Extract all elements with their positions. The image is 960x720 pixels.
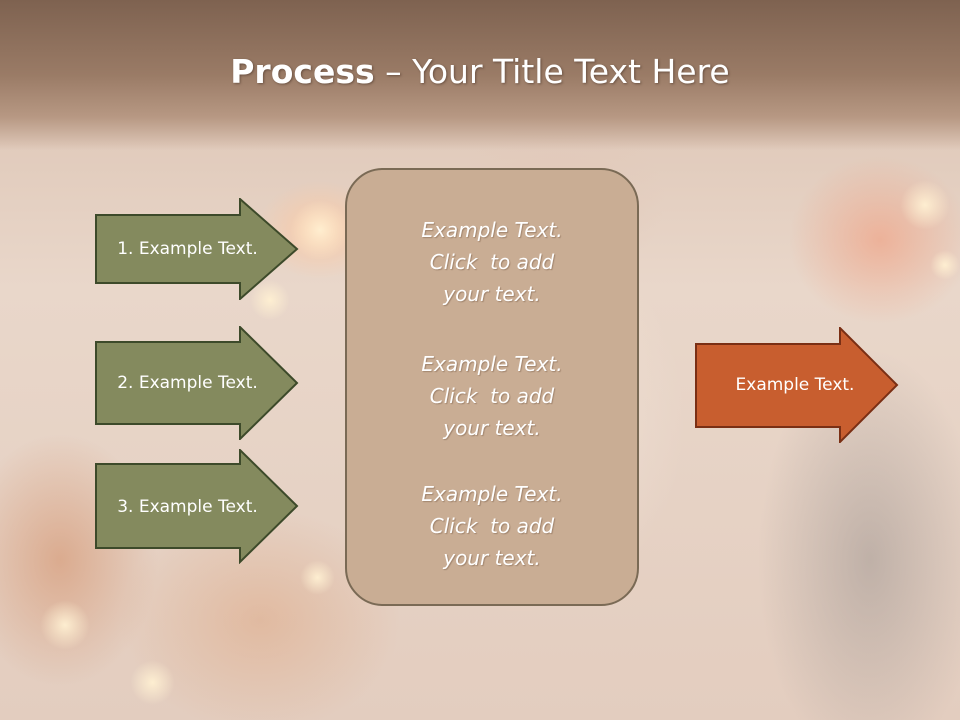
step-arrow-1[interactable]: 1. Example Text. xyxy=(95,198,300,300)
output-arrow[interactable]: Example Text. xyxy=(695,327,900,443)
title-rest: – Your Title Text Here xyxy=(374,52,730,91)
title-band xyxy=(0,0,960,150)
panel-text-block[interactable]: Example Text. Click to add your text. xyxy=(347,478,637,574)
panel-line: Example Text. xyxy=(421,352,563,376)
panel-text-block[interactable]: Example Text. Click to add your text. xyxy=(347,348,637,444)
panel-line: Click to add xyxy=(429,514,555,538)
panel-line: Click to add xyxy=(429,250,555,274)
bokeh-light xyxy=(930,250,960,280)
arrow-shape xyxy=(695,327,899,443)
step-arrow-2[interactable]: 2. Example Text. xyxy=(95,326,300,440)
step-label: 1. Example Text. xyxy=(117,239,258,259)
panel-line: Example Text. xyxy=(421,482,563,506)
panel-line: your text. xyxy=(443,546,541,570)
step-label: 3. Example Text. xyxy=(117,496,258,517)
panel-line: your text. xyxy=(443,282,541,306)
bokeh-light xyxy=(130,660,175,705)
step-label: 2. Example Text. xyxy=(117,373,258,393)
bokeh-light xyxy=(300,560,335,595)
panel-line: Example Text. xyxy=(421,218,563,242)
bokeh-light xyxy=(290,200,350,260)
step-arrow-3[interactable]: 3. Example Text. xyxy=(95,449,300,564)
arrow-shape xyxy=(95,326,299,440)
panel-text-block[interactable]: Example Text. Click to add your text. xyxy=(347,214,637,310)
title-bold: Process xyxy=(230,52,375,91)
arrow-shape xyxy=(95,198,299,300)
output-label: Example Text. xyxy=(735,375,855,395)
bokeh-light xyxy=(40,600,90,650)
panel-line: your text. xyxy=(443,416,541,440)
center-panel[interactable]: Example Text. Click to add your text. Ex… xyxy=(345,168,639,606)
slide-title: Process – Your Title Text Here xyxy=(0,52,960,91)
arrow-shape xyxy=(95,449,299,564)
bokeh-light xyxy=(900,180,950,230)
panel-line: Click to add xyxy=(429,384,555,408)
bokeh-light xyxy=(250,280,290,320)
